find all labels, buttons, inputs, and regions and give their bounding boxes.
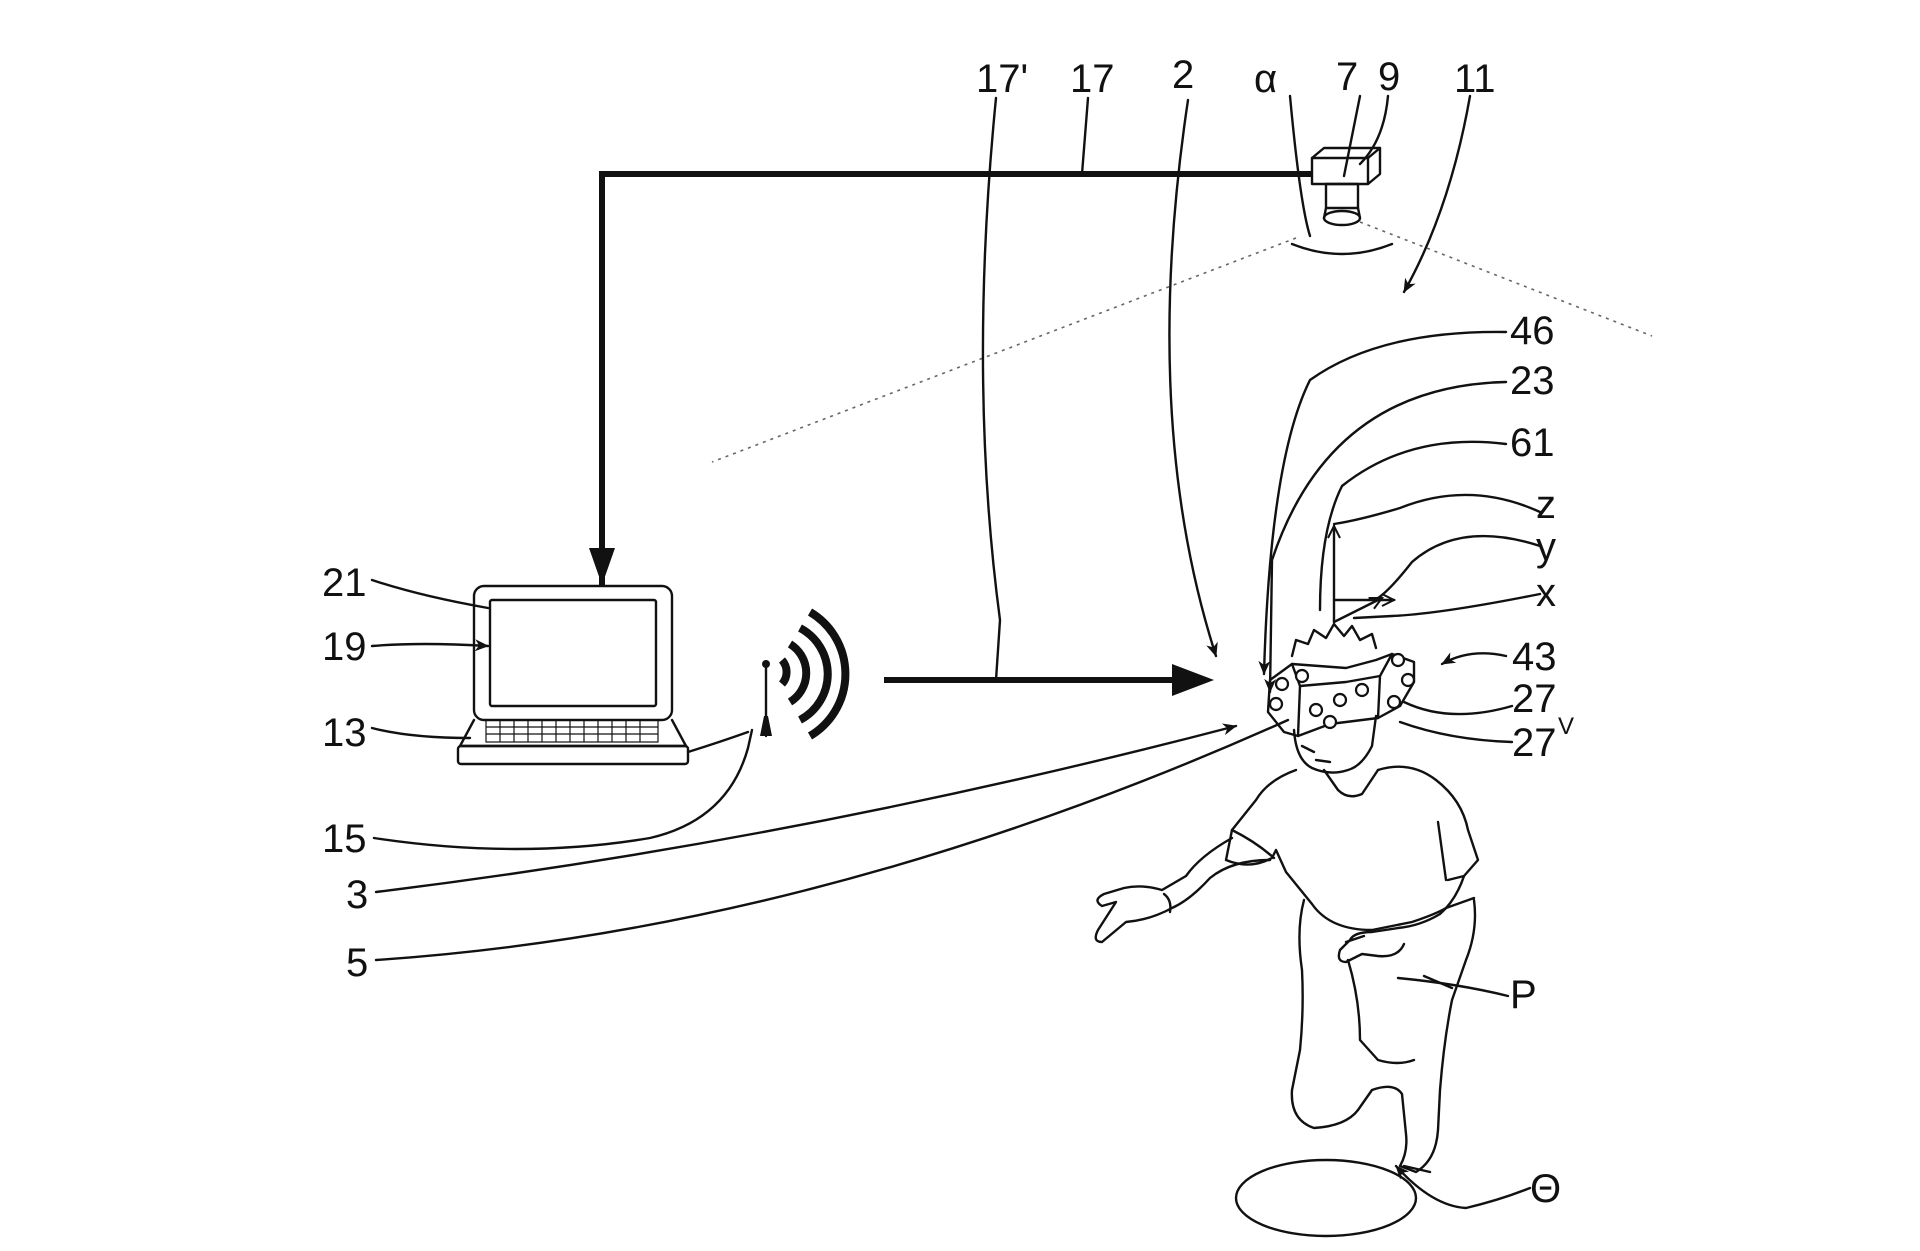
- label-27: 27: [1512, 677, 1557, 721]
- label-y: y: [1536, 525, 1556, 569]
- label-2: 2: [1172, 53, 1194, 97]
- label-13: 13: [322, 711, 367, 755]
- label-61: 61: [1510, 421, 1555, 465]
- label-17-prime: 17': [976, 57, 1028, 101]
- leader-lines: [370, 94, 1542, 1210]
- label-46: 46: [1510, 309, 1555, 353]
- cable-17: [589, 171, 1312, 585]
- label-5: 5: [346, 941, 368, 985]
- laptop-icon: [456, 584, 690, 766]
- label-9: 9: [1378, 55, 1400, 99]
- reference-labels: 17' 17 2 α 7 9 11 46 23 61 z y x 43 27 2…: [322, 53, 1574, 1211]
- label-theta: Θ: [1530, 1167, 1561, 1211]
- person-figure: [1094, 622, 1480, 1174]
- camera-field-of-view: [711, 221, 1653, 463]
- label-43: 43: [1512, 635, 1557, 679]
- floor-marker: [1234, 1158, 1418, 1238]
- label-3: 3: [346, 873, 368, 917]
- label-21: 21: [322, 561, 367, 605]
- label-27v-superscript: V: [1558, 713, 1574, 740]
- antenna-icon: [686, 660, 772, 754]
- camera-icon: [1290, 146, 1394, 256]
- label-11: 11: [1454, 57, 1496, 101]
- label-17: 17: [1070, 57, 1115, 101]
- label-z: z: [1536, 483, 1556, 527]
- transmission-arrow: [884, 664, 1214, 696]
- vr-headset-icon: [1266, 652, 1416, 738]
- label-19: 19: [322, 625, 367, 669]
- label-P: P: [1510, 973, 1537, 1017]
- label-alpha: α: [1254, 57, 1277, 101]
- laptop-keyboard: [485, 719, 659, 743]
- label-15: 15: [322, 817, 367, 861]
- coordinate-axes: [1334, 526, 1394, 624]
- wireless-signal-icon: [778, 608, 850, 740]
- label-7: 7: [1336, 55, 1358, 99]
- label-27v: 27: [1512, 721, 1557, 765]
- label-x: x: [1536, 571, 1556, 615]
- label-23: 23: [1510, 359, 1555, 403]
